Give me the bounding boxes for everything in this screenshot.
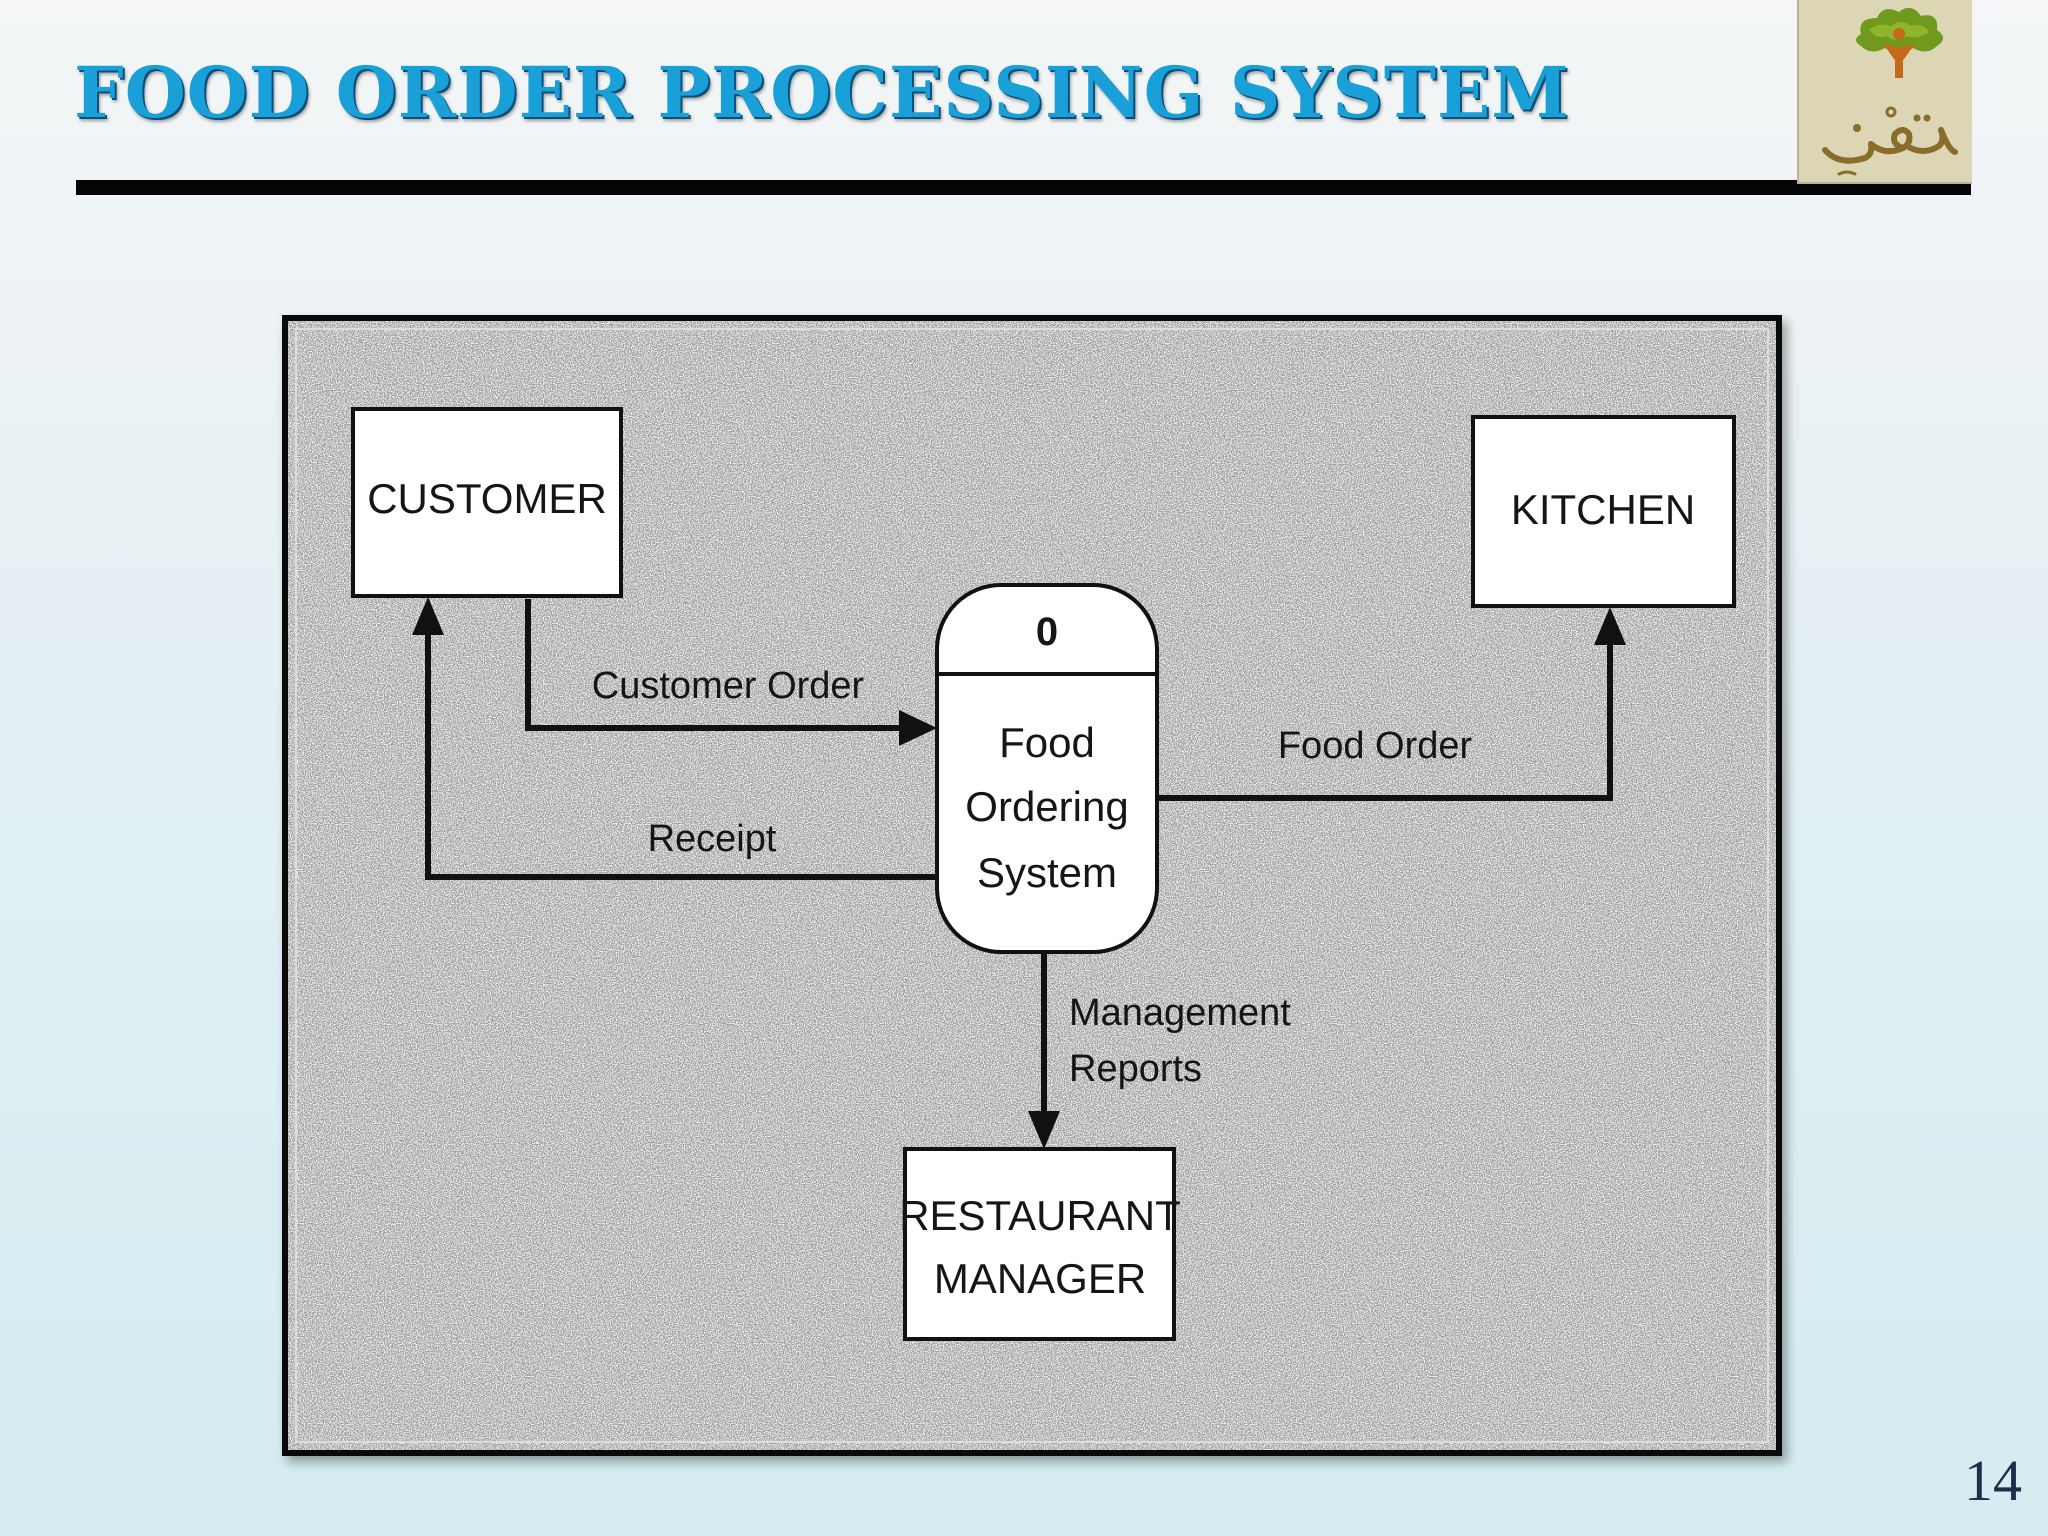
process-name-line2: Ordering	[965, 783, 1128, 830]
page-number: 14	[1964, 1448, 2022, 1513]
entity-customer-label: CUSTOMER	[367, 475, 607, 522]
entity-kitchen: KITCHEN	[1471, 415, 1736, 608]
flow-receipt-label: Receipt	[648, 818, 777, 860]
flow-food-order-label: Food Order	[1278, 725, 1473, 767]
flow-food-order: Food Order	[1157, 607, 1626, 801]
entity-customer: CUSTOMER	[351, 407, 623, 598]
process-id: 0	[1036, 610, 1058, 654]
flow-management-reports-line2: Reports	[1069, 1048, 1202, 1090]
dfd-figure: CUSTOMER KITCHEN RESTAURANT MANAGER 0 Fo…	[282, 315, 1782, 1456]
flow-customer-order-label: Customer Order	[592, 665, 865, 707]
tree-person-logo-icon	[1822, 7, 1958, 176]
process-name-line3: System	[977, 849, 1117, 896]
entity-restaurant-manager-line2: MANAGER	[934, 1255, 1146, 1302]
flow-receipt: Receipt	[412, 597, 937, 880]
title-divider	[76, 180, 1971, 195]
process-food-ordering-system: 0 Food Ordering System	[935, 583, 1159, 954]
logo	[1797, 0, 1972, 184]
entity-restaurant-manager-line1: RESTAURANT	[899, 1192, 1181, 1239]
flow-customer-order: Customer Order	[525, 599, 937, 746]
entity-restaurant-manager: RESTAURANT MANAGER	[899, 1147, 1181, 1341]
context-diagram: CUSTOMER KITCHEN RESTAURANT MANAGER 0 Fo…	[288, 321, 1776, 1450]
slide-title: FOOD ORDER PROCESSING SYSTEM	[74, 51, 1570, 134]
entity-kitchen-label: KITCHEN	[1511, 486, 1695, 533]
flow-management-reports: Management Reports	[1028, 952, 1291, 1149]
process-name-line1: Food	[999, 719, 1095, 766]
flow-management-reports-line1: Management	[1069, 992, 1291, 1034]
